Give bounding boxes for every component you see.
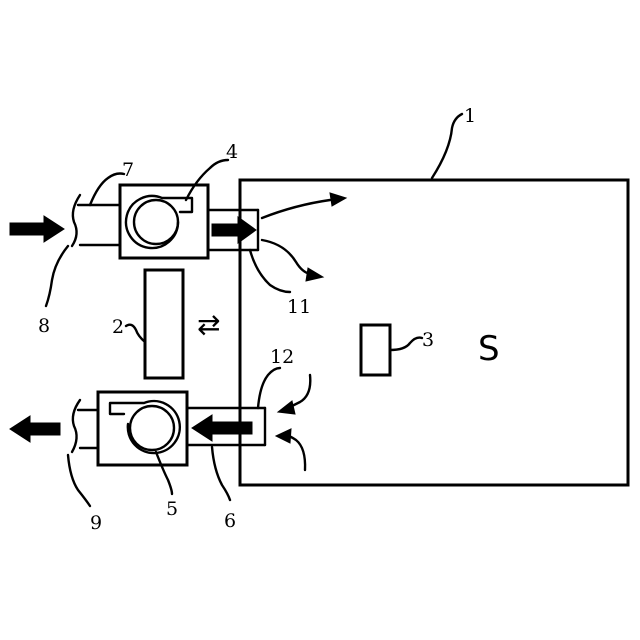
- exhaust-fan-leader: [156, 452, 172, 494]
- supply-fan-impeller: [134, 200, 178, 244]
- space-label: S: [478, 329, 500, 369]
- supply-flow-lower: [262, 240, 310, 274]
- return-flow-upper-head: [278, 401, 295, 414]
- return-inlet-leader: [258, 368, 280, 408]
- exhaust-fan-label: 5: [166, 498, 178, 520]
- return-flow-lower-head: [276, 429, 291, 443]
- room-leader: [432, 114, 462, 178]
- exchange-arrows-icon: ⇄: [197, 308, 220, 341]
- exhaust-duct-break: [72, 400, 80, 452]
- supply-duct-label: 7: [122, 159, 134, 181]
- supply-outlet-label: 11: [287, 296, 311, 318]
- supply-flow-upper-head: [330, 193, 346, 206]
- supply-flow-lower-head: [306, 268, 323, 281]
- exhaust-air-arrow: [10, 416, 60, 442]
- outdoor-inlet-label: 8: [38, 315, 50, 337]
- supply-flow-upper: [262, 200, 330, 218]
- supply-duct-arrow: [212, 217, 256, 243]
- exhaust-duct-label: 6: [224, 510, 236, 532]
- supply-outlet-leader: [250, 250, 290, 292]
- sensor-leader: [390, 338, 422, 350]
- supply-fan-volute: [126, 196, 192, 248]
- heat-exchanger-leader: [126, 325, 145, 342]
- exhaust-fan-volute: [110, 401, 180, 453]
- sensor-label: 3: [422, 329, 434, 351]
- heat-exchanger-label: 2: [112, 316, 124, 338]
- supply-duct-break: [72, 195, 80, 246]
- exhaust-outlet-label: 9: [90, 512, 102, 534]
- return-inlet-label: 12: [270, 346, 294, 368]
- outdoor-air-arrow: [10, 216, 64, 242]
- outdoor-inlet-leader: [46, 246, 68, 306]
- exhaust-outlet-leader: [68, 455, 90, 506]
- exhaust-duct-leader: [212, 447, 230, 500]
- sensor-box: [361, 325, 390, 375]
- exhaust-fan-impeller: [130, 406, 174, 450]
- return-duct-arrow: [192, 415, 252, 441]
- room-label: 1: [464, 105, 476, 127]
- heat-exchanger-box: [145, 270, 183, 378]
- supply-fan-label: 4: [226, 141, 238, 163]
